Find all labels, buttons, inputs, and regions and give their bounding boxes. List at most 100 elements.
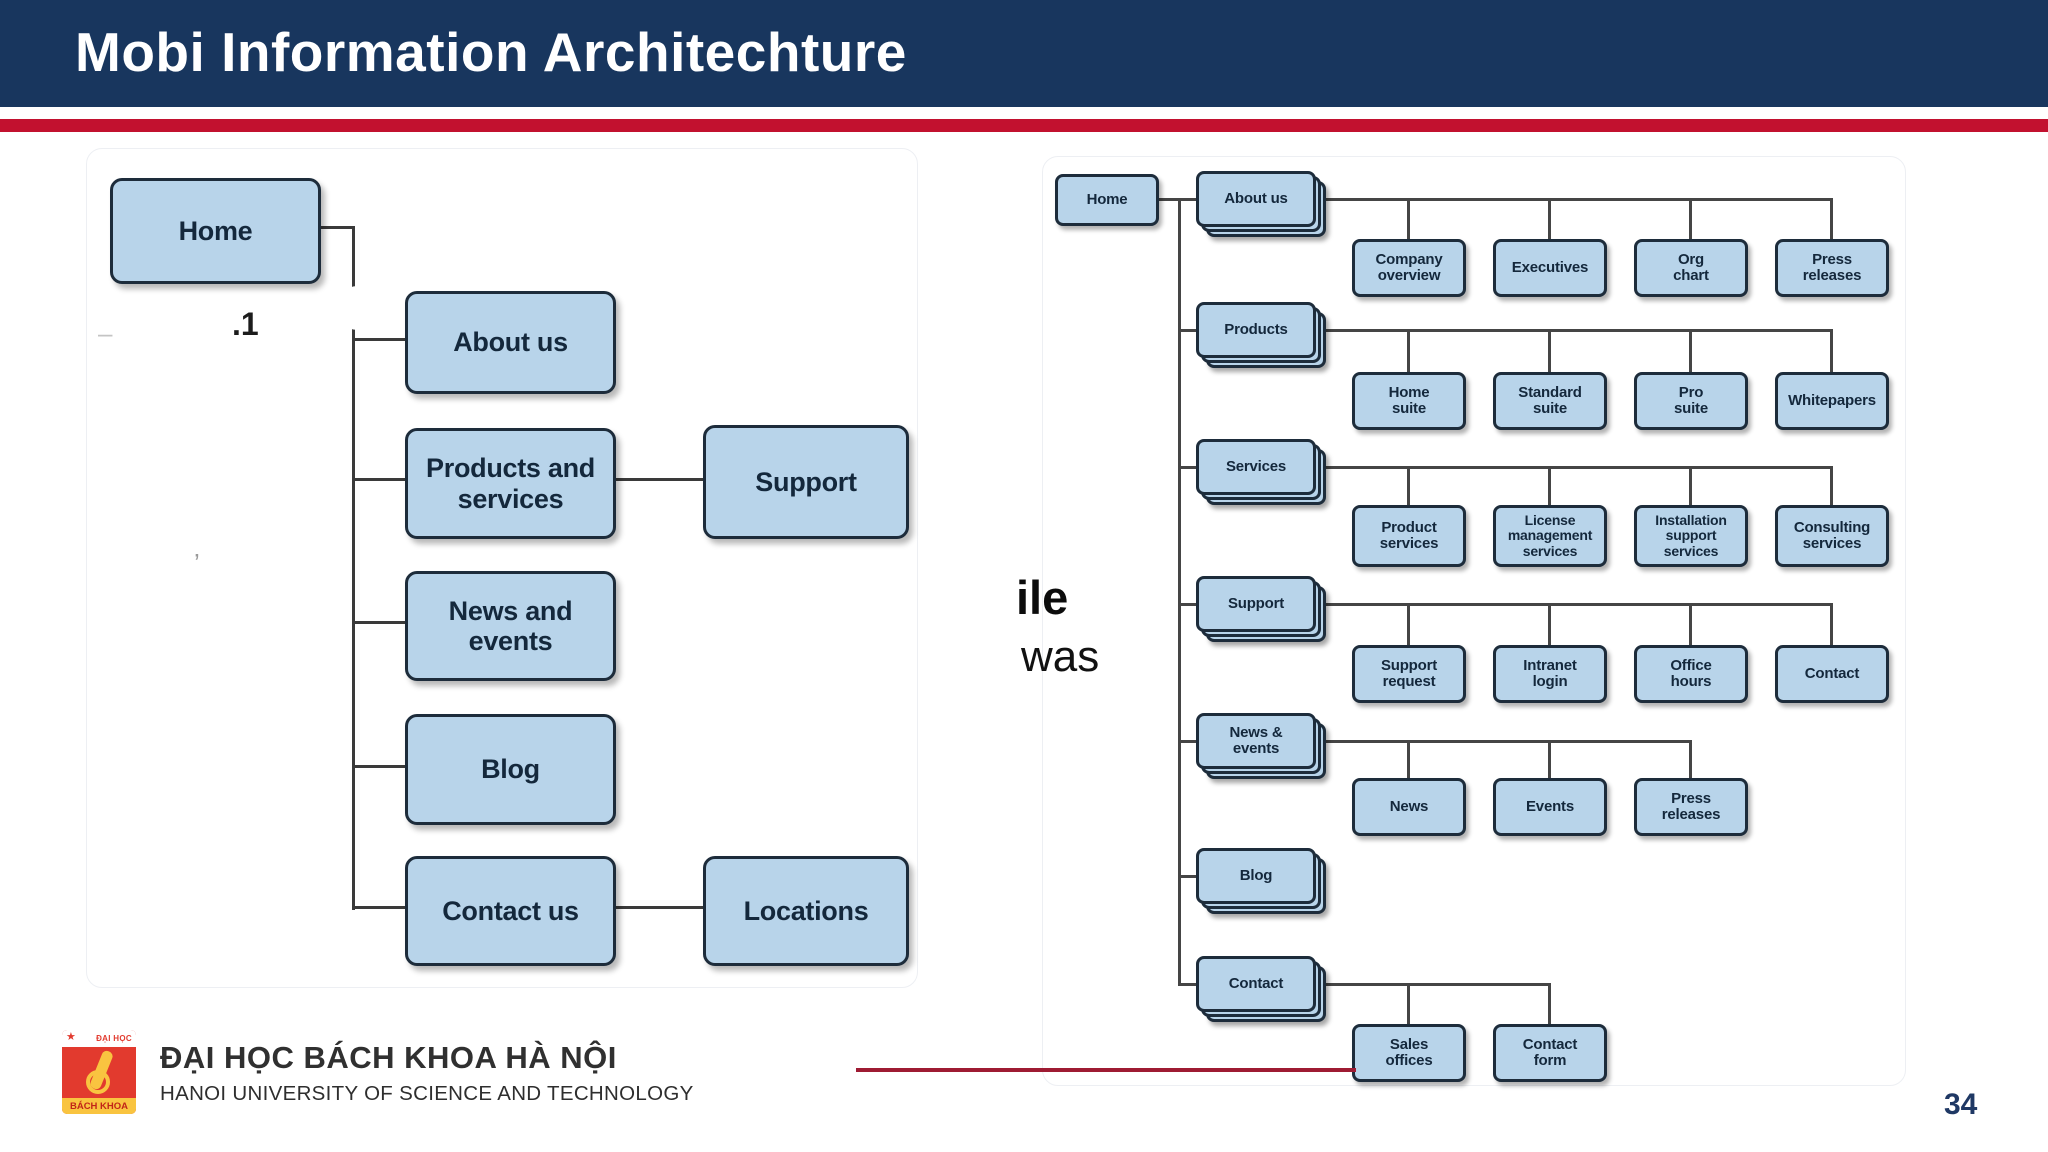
node-consulting-services: Consulting services bbox=[1775, 505, 1889, 567]
node-press-releases: Press releases bbox=[1775, 239, 1889, 297]
connector bbox=[1316, 983, 1551, 986]
connector bbox=[1407, 331, 1410, 372]
connector bbox=[1316, 198, 1833, 201]
university-name-en: HANOI UNIVERSITY OF SCIENCE AND TECHNOLO… bbox=[160, 1082, 694, 1105]
node-sales-offices: Sales offices bbox=[1352, 1024, 1466, 1082]
page-number: 34 bbox=[1944, 1088, 1978, 1121]
connector bbox=[1316, 603, 1833, 606]
connector bbox=[1407, 200, 1410, 239]
connector bbox=[610, 478, 703, 481]
connector bbox=[352, 338, 405, 341]
connector bbox=[1181, 329, 1196, 332]
node-whitepapers: Whitepapers bbox=[1775, 372, 1889, 430]
connector bbox=[352, 765, 405, 768]
node-contact: Contact bbox=[1775, 645, 1889, 703]
connector bbox=[1689, 200, 1692, 239]
node-press-releases-2: Press releases bbox=[1634, 778, 1748, 836]
node-intranet-login: Intranet login bbox=[1493, 645, 1607, 703]
connector bbox=[1407, 985, 1410, 1024]
node-license-management-services: License management services bbox=[1493, 505, 1607, 567]
node-executives: Executives bbox=[1493, 239, 1607, 297]
logo-top-strip bbox=[62, 1030, 136, 1047]
text-fragment: ile bbox=[1016, 571, 1069, 624]
connector bbox=[1316, 740, 1692, 743]
left-diagram-card bbox=[86, 148, 918, 988]
connector bbox=[1689, 605, 1692, 645]
section-contact: Contact bbox=[1196, 956, 1326, 1022]
connector bbox=[1548, 331, 1551, 372]
connector bbox=[1548, 985, 1551, 1024]
logo-top-label: ĐẠI HỌC bbox=[96, 1034, 132, 1043]
connector bbox=[1181, 983, 1196, 986]
connector bbox=[1830, 468, 1833, 505]
node-home-suite: Home suite bbox=[1352, 372, 1466, 430]
node-product-services: Product services bbox=[1352, 505, 1466, 567]
node-products-and-services: Products and services bbox=[405, 428, 616, 539]
section-services: Services bbox=[1196, 439, 1326, 505]
connector bbox=[1689, 742, 1692, 778]
node-pro-suite: Pro suite bbox=[1634, 372, 1748, 430]
connector bbox=[1181, 875, 1196, 878]
text-fragment: .1 bbox=[232, 306, 259, 342]
university-logo: ★ ĐẠI HỌC BÁCH KHOA bbox=[62, 1030, 136, 1114]
logo-ring-shape bbox=[86, 1070, 110, 1094]
node-events: Events bbox=[1493, 778, 1607, 836]
text-fragment: ’ bbox=[194, 548, 200, 578]
connector bbox=[352, 226, 355, 910]
connector bbox=[1689, 331, 1692, 372]
node-locations: Locations bbox=[703, 856, 909, 966]
node-contact-form: Contact form bbox=[1493, 1024, 1607, 1082]
artifact-smudge bbox=[336, 286, 396, 330]
connector bbox=[1407, 468, 1410, 505]
connector bbox=[1407, 742, 1410, 778]
section-label: Blog bbox=[1196, 848, 1316, 904]
connector bbox=[1181, 740, 1196, 743]
section-label: About us bbox=[1196, 171, 1316, 227]
connector bbox=[1830, 605, 1833, 645]
text-fragment: – bbox=[98, 318, 113, 348]
section-about-us: About us bbox=[1196, 171, 1326, 237]
section-products: Products bbox=[1196, 302, 1326, 368]
node-office-hours: Office hours bbox=[1634, 645, 1748, 703]
section-label: Contact bbox=[1196, 956, 1316, 1012]
node-standard-suite: Standard suite bbox=[1493, 372, 1607, 430]
connector bbox=[1830, 200, 1833, 239]
connector bbox=[352, 478, 405, 481]
node-support: Support bbox=[703, 425, 909, 539]
node-home: Home bbox=[110, 178, 321, 284]
connector bbox=[1407, 605, 1410, 645]
slide-title: Mobi Information Architechture bbox=[75, 21, 907, 83]
section-news-events: News & events bbox=[1196, 713, 1326, 779]
section-label: News & events bbox=[1196, 713, 1316, 769]
section-support: Support bbox=[1196, 576, 1326, 642]
section-label: Services bbox=[1196, 439, 1316, 495]
section-label: Support bbox=[1196, 576, 1316, 632]
node-installation-support-services: Installation support services bbox=[1634, 505, 1748, 567]
accent-rule bbox=[0, 119, 2048, 132]
node-blog: Blog bbox=[405, 714, 616, 825]
university-name-vi: ĐẠI HỌC BÁCH KHOA HÀ NỘI bbox=[160, 1040, 617, 1075]
connector bbox=[1830, 331, 1833, 372]
connector bbox=[1181, 603, 1196, 606]
connector bbox=[1181, 198, 1196, 201]
node-home: Home bbox=[1055, 174, 1159, 226]
connector bbox=[1689, 468, 1692, 505]
connector bbox=[1178, 198, 1181, 986]
node-news-and-events: News and events bbox=[405, 571, 616, 681]
node-about-us: About us bbox=[405, 291, 616, 394]
footer-rule bbox=[856, 1068, 1356, 1072]
star-icon: ★ bbox=[66, 1031, 76, 1043]
section-label: Products bbox=[1196, 302, 1316, 358]
connector bbox=[1548, 200, 1551, 239]
connector bbox=[315, 226, 355, 229]
header-bar bbox=[0, 0, 2048, 107]
connector bbox=[352, 906, 405, 909]
connector bbox=[1181, 466, 1196, 469]
connector bbox=[1159, 198, 1181, 201]
logo-bottom-label: BÁCH KHOA bbox=[62, 1098, 136, 1114]
connector bbox=[610, 906, 703, 909]
node-org-chart: Org chart bbox=[1634, 239, 1748, 297]
connector bbox=[1548, 605, 1551, 645]
section-blog: Blog bbox=[1196, 848, 1326, 914]
